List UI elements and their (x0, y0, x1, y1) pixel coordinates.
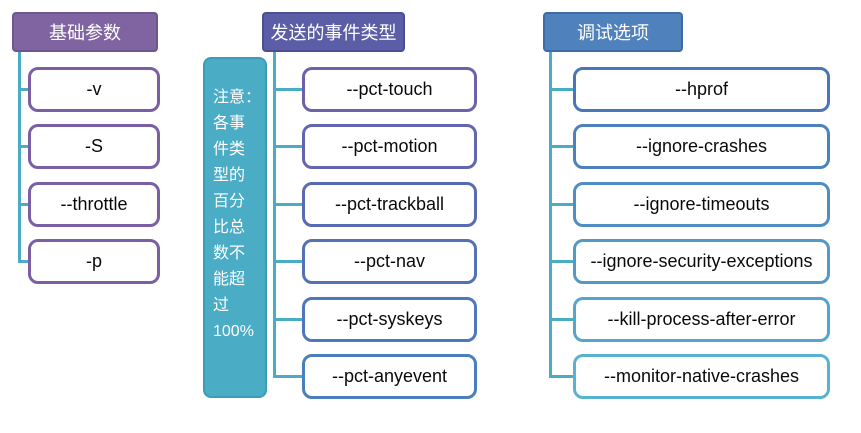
connector-line (18, 88, 30, 91)
connector-line (273, 203, 302, 206)
connector-line (273, 145, 302, 148)
tree-node: --throttle (28, 182, 160, 227)
connector-line (18, 203, 30, 206)
tree-node: --pct-anyevent (302, 354, 477, 399)
tree-node: --pct-trackball (302, 182, 477, 227)
tree-node: --pct-nav (302, 239, 477, 284)
note-line: 数不 (213, 245, 246, 262)
connector-line (273, 318, 302, 321)
tree-node: -v (28, 67, 160, 112)
tree-node: --hprof (573, 67, 830, 112)
connector-line (18, 145, 30, 148)
tree-node: -S (28, 124, 160, 169)
note-line: 过 (213, 297, 230, 314)
tree-header-basic-params: 基础参数 (12, 12, 158, 52)
tree-node: -p (28, 239, 160, 284)
tree-node: --ignore-security-exceptions (573, 239, 830, 284)
tree-node: --pct-motion (302, 124, 477, 169)
connector-line (549, 203, 573, 206)
connector-line (549, 260, 573, 263)
tree-header-event-types: 发送的事件类型 (262, 12, 405, 52)
connector-line (18, 52, 21, 263)
connector-line (18, 260, 30, 263)
note-line: 能超 (213, 271, 246, 288)
tree-header-debug-options: 调试选项 (543, 12, 683, 52)
note-line: 注意： (213, 89, 262, 106)
connector-line (273, 260, 302, 263)
connector-line (549, 375, 573, 378)
connector-line (549, 145, 573, 148)
tree-node: --monitor-native-crashes (573, 354, 830, 399)
note-line: 件类 (213, 141, 246, 158)
note-line: 比总 (213, 219, 246, 236)
note-line: 各事 (213, 115, 246, 132)
tree-node: --kill-process-after-error (573, 297, 830, 342)
tree-node: --pct-syskeys (302, 297, 477, 342)
connector-line (549, 318, 573, 321)
tree-node: --pct-touch (302, 67, 477, 112)
connector-line (273, 375, 302, 378)
note-line: 100% (213, 323, 254, 340)
note-box: 注意： 各事 件类 型的 百分 比总 数不 能超 过 100% (203, 57, 267, 398)
tree-node: --ignore-timeouts (573, 182, 830, 227)
note-line: 百分 (213, 193, 246, 210)
connector-line (273, 52, 276, 378)
connector-line (273, 88, 302, 91)
connector-line (549, 88, 573, 91)
note-line: 型的 (213, 167, 246, 184)
tree-node: --ignore-crashes (573, 124, 830, 169)
connector-line (549, 52, 552, 378)
